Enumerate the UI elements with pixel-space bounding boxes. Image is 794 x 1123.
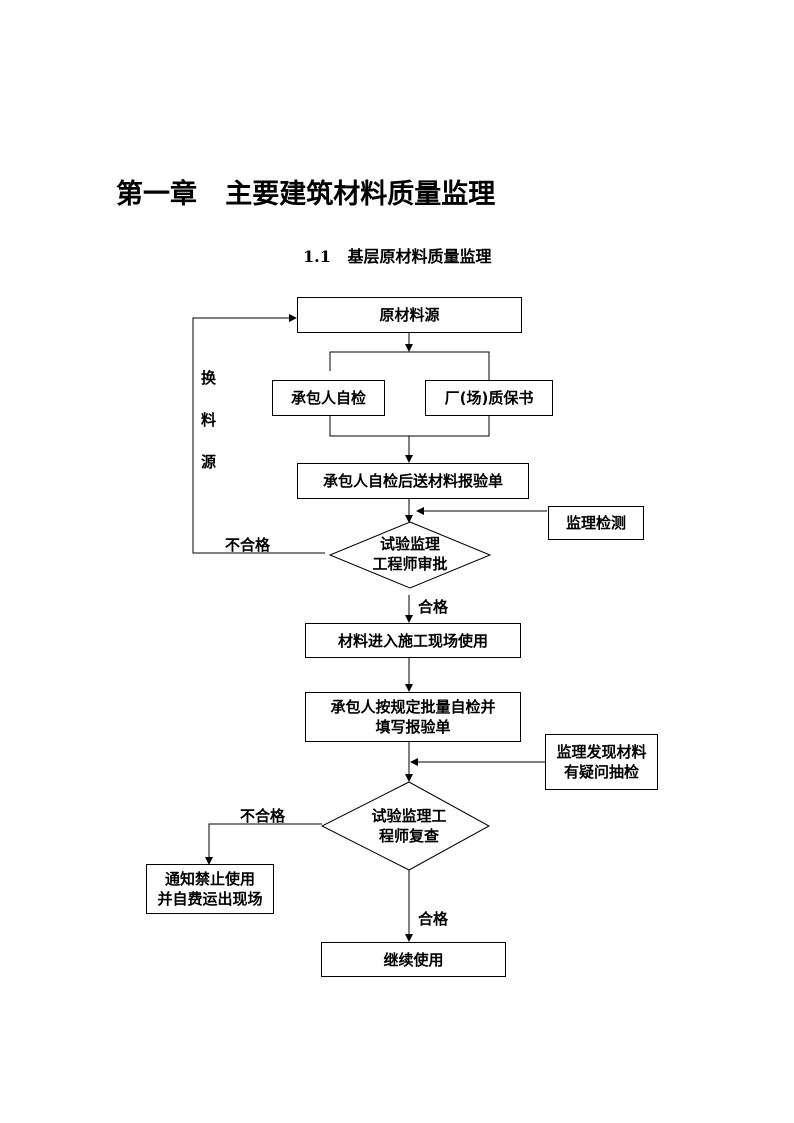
ban-line2: 并自费运出现场 (157, 890, 263, 908)
change-source-char-3: 源 (201, 453, 217, 471)
review1-line1: 试验监理 (379, 535, 440, 553)
change-source-loop (192, 314, 297, 554)
contractor-self-check-box: 承包人自检 (272, 380, 385, 416)
review1-line2: 工程师审批 (372, 555, 448, 573)
doubt-check-box: 监理发现材料 有疑问抽检 (545, 734, 658, 790)
change-source-char-1: 换 (201, 369, 217, 387)
raw-source-label: 原材料源 (379, 306, 440, 324)
pass1-label: 合格 (418, 598, 449, 616)
chapter-title: 第一章 主要建筑材料质量监理 (116, 179, 496, 210)
reject2-label: 不合格 (240, 807, 286, 825)
reject1-label: 不合格 (225, 536, 271, 554)
continue-use-box: 继续使用 (321, 942, 506, 977)
bracket-bottom (329, 415, 490, 437)
ban-line1: 通知禁止使用 (164, 870, 255, 888)
bracket-top (329, 351, 490, 380)
ban-box: 通知禁止使用 并自费运出现场 (146, 864, 274, 914)
supervision-test-label: 监理检测 (565, 514, 626, 532)
doubt-check-line2: 有疑问抽检 (563, 763, 639, 781)
send-report-label: 承包人自检后送材料报验单 (322, 472, 503, 490)
contractor-self-check-label: 承包人自检 (290, 389, 366, 407)
section-title: 1.1 基层原材料质量监理 (303, 247, 492, 266)
raw-source-box: 原材料源 (297, 297, 522, 333)
arrow-reject2 (205, 823, 322, 865)
enter-site-label: 材料进入施工现场使用 (337, 631, 488, 650)
enter-site-box: 材料进入施工现场使用 (305, 623, 521, 658)
continue-use-label: 继续使用 (383, 950, 444, 969)
doubt-check-line1: 监理发现材料 (556, 743, 647, 761)
batch-check-box: 承包人按规定批量自检并 填写报验单 (305, 692, 521, 742)
decision-diamond-1 (328, 521, 492, 589)
review1-text: 试验监理 工程师审批 (340, 534, 480, 574)
review2-line1: 试验监理工 (371, 807, 447, 825)
batch-check-line1: 承包人按规定批量自检并 (330, 698, 496, 716)
review2-text: 试验监理工 程师复查 (330, 806, 488, 846)
change-source-char-2: 料 (201, 411, 217, 429)
factory-cert-label: 厂(场)质保书 (444, 389, 534, 407)
batch-check-line2: 填写报验单 (375, 718, 451, 736)
supervision-test-box: 监理检测 (548, 506, 644, 540)
send-report-box: 承包人自检后送材料报验单 (297, 463, 529, 499)
factory-cert-box: 厂(场)质保书 (425, 380, 553, 416)
review2-line2: 程师复查 (378, 827, 439, 845)
pass2-label: 合格 (418, 910, 449, 928)
